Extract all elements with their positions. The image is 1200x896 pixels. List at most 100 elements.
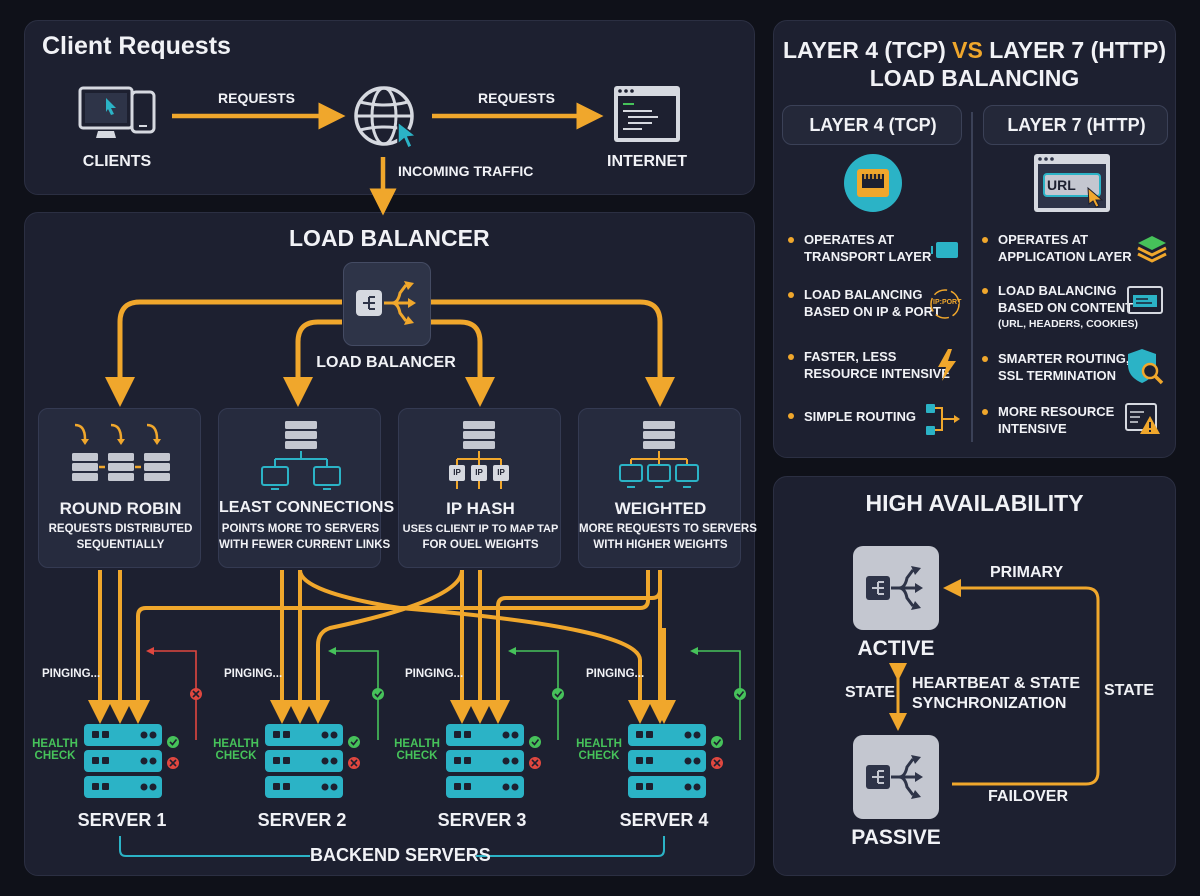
algorithm-desc-line1: USES CLIENT IP TO MAP TAP bbox=[402, 523, 559, 535]
server-label: SERVER 3 bbox=[437, 810, 527, 830]
algorithm-card-ip-hash[interactable]: IP IP IP IP HASH USES CLIENT IP TO MAP T… bbox=[398, 408, 561, 568]
ip-tag: IP bbox=[497, 468, 505, 477]
load-balancer-title: LOAD BALANCER bbox=[289, 225, 490, 251]
l4-item-2: LOAD BALANCING BASED ON IP & PORT IP:POR… bbox=[788, 287, 968, 323]
load-balancer-icon bbox=[866, 755, 923, 799]
health-line-server2 bbox=[328, 647, 379, 740]
branch-weighted bbox=[430, 299, 675, 407]
pinging-label: PINGING... bbox=[586, 668, 645, 680]
layers-stack-icon bbox=[1137, 236, 1167, 263]
pinging-label: PINGING... bbox=[42, 668, 101, 680]
algorithm-name: WEIGHTED bbox=[614, 499, 707, 518]
passive-label: PASSIVE bbox=[851, 826, 941, 849]
flow-rr-c bbox=[126, 570, 650, 724]
incoming-traffic-label: INCOMING TRAFFIC bbox=[398, 163, 534, 179]
health-line-server4 bbox=[690, 647, 741, 740]
browser-terminal-icon bbox=[612, 84, 682, 146]
server-2[interactable] bbox=[263, 722, 363, 804]
algorithm-desc-line1: REQUESTS DISTRIBUTED bbox=[48, 523, 193, 535]
ip-hash-icon bbox=[449, 421, 509, 489]
ip-tag: IP bbox=[453, 468, 461, 477]
primary-label: PRIMARY bbox=[990, 564, 1064, 581]
high-availability-title: HIGH AVAILABILITY bbox=[865, 490, 1084, 516]
requests-label-2: REQUESTS bbox=[478, 90, 556, 106]
internet-label: INTERNET bbox=[607, 153, 687, 170]
routing-icon bbox=[926, 404, 960, 435]
l7-item-3: SMARTER ROUTING, SSL TERMINATION bbox=[982, 349, 1170, 387]
l7-item-1: OPERATES AT APPLICATION LAYER bbox=[982, 232, 1170, 268]
ip-port-icon bbox=[930, 289, 960, 319]
l4-item-3: FASTER, LESS RESOURCE INTENSIVE bbox=[788, 349, 968, 385]
server-rack-icon bbox=[628, 724, 723, 798]
pinging-label: PINGING... bbox=[224, 668, 283, 680]
load-balancer-icon bbox=[866, 566, 923, 610]
health-line-server3 bbox=[508, 647, 559, 740]
health-line-server1 bbox=[146, 647, 197, 740]
l7-item-2: LOAD BALANCING BASED ON CONTENT (URL, HE… bbox=[982, 283, 1170, 335]
branch-ip-hash bbox=[430, 319, 495, 407]
server-1[interactable] bbox=[82, 722, 182, 804]
algorithm-desc-line2: FOR OUEL WEIGHTS bbox=[422, 539, 539, 551]
server-rack-icon bbox=[84, 724, 179, 798]
primary-failover-loop bbox=[943, 579, 1100, 786]
least-connections-icon bbox=[261, 421, 341, 490]
backend-servers-label: BACKEND SERVERS bbox=[310, 845, 491, 865]
l4-item-1: OPERATES AT TRANSPORT LAYER bbox=[788, 232, 968, 268]
layer7-header: LAYER 7 (HTTP) bbox=[983, 105, 1168, 145]
active-label: ACTIVE bbox=[857, 637, 935, 660]
round-robin-icon bbox=[72, 423, 170, 481]
load-balancer-node[interactable] bbox=[343, 262, 431, 346]
high-availability-panel bbox=[773, 476, 1176, 876]
passive-balancer-node[interactable] bbox=[853, 735, 939, 819]
flow-lc-c bbox=[298, 569, 652, 724]
server-4[interactable] bbox=[626, 722, 726, 804]
url-browser-icon: URL bbox=[1032, 152, 1112, 216]
flow-lc-d bbox=[306, 569, 464, 724]
state-label-left: STATE bbox=[845, 684, 896, 701]
algorithm-name: ROUND ROBIN bbox=[59, 499, 182, 518]
layer4-header: LAYER 4 (TCP) bbox=[782, 105, 962, 145]
state-label-right: STATE bbox=[1104, 682, 1155, 699]
clients-icon bbox=[76, 84, 158, 146]
transport-cable-icon bbox=[931, 242, 958, 258]
layer-comparison-title: LAYER 4 (TCP) VS LAYER 7 (HTTP) LOAD BAL… bbox=[783, 37, 1166, 91]
client-requests-title: Client Requests bbox=[42, 32, 231, 60]
ethernet-port-icon bbox=[842, 152, 904, 214]
algorithm-card-least-connections[interactable]: LEAST CONNECTIONS POINTS MORE TO SERVERS… bbox=[218, 408, 395, 568]
algorithm-name: LEAST CONNECTIONS bbox=[219, 499, 395, 516]
url-icon-text: URL bbox=[1047, 177, 1076, 193]
l7-item-4: MORE RESOURCE INTENSIVE bbox=[982, 403, 1170, 440]
branch-least-connections bbox=[283, 319, 342, 407]
server-3[interactable] bbox=[444, 722, 544, 804]
pinging-label: PINGING... bbox=[405, 668, 464, 680]
backend-bracket bbox=[119, 836, 665, 857]
algorithm-desc-line2: WITH FEWER CURRENT LINKS bbox=[219, 539, 391, 551]
server-rack-icon bbox=[446, 724, 541, 798]
algorithm-card-weighted[interactable]: WEIGHTED MORE REQUESTS TO SERVERS WITH H… bbox=[578, 408, 757, 568]
ip-tag: IP bbox=[475, 468, 483, 477]
algorithm-card-round-robin[interactable]: ROUND ROBIN REQUESTS DISTRIBUTED SEQUENT… bbox=[38, 408, 201, 568]
server-label: SERVER 4 bbox=[619, 810, 709, 830]
flow-ip-c bbox=[486, 570, 662, 724]
lightning-icon bbox=[938, 349, 956, 381]
clients-label: CLIENTS bbox=[82, 153, 152, 170]
weighted-icon bbox=[619, 421, 699, 488]
requests-label-1: REQUESTS bbox=[218, 90, 296, 106]
algorithm-desc-line1: MORE REQUESTS TO SERVERS bbox=[579, 523, 757, 535]
branch-round-robin bbox=[105, 299, 342, 407]
warning-window-icon bbox=[1125, 403, 1160, 434]
layer-comparison-panel bbox=[773, 20, 1176, 458]
l4-item-4: SIMPLE ROUTING bbox=[788, 404, 968, 444]
content-window-icon bbox=[1127, 286, 1163, 314]
health-status-icons bbox=[190, 688, 746, 700]
algorithm-desc-line2: SEQUENTIALLY bbox=[76, 539, 165, 551]
algorithm-name: IP HASH bbox=[446, 499, 515, 518]
active-balancer-node[interactable] bbox=[853, 546, 939, 630]
failover-label: FAILOVER bbox=[988, 788, 1069, 805]
